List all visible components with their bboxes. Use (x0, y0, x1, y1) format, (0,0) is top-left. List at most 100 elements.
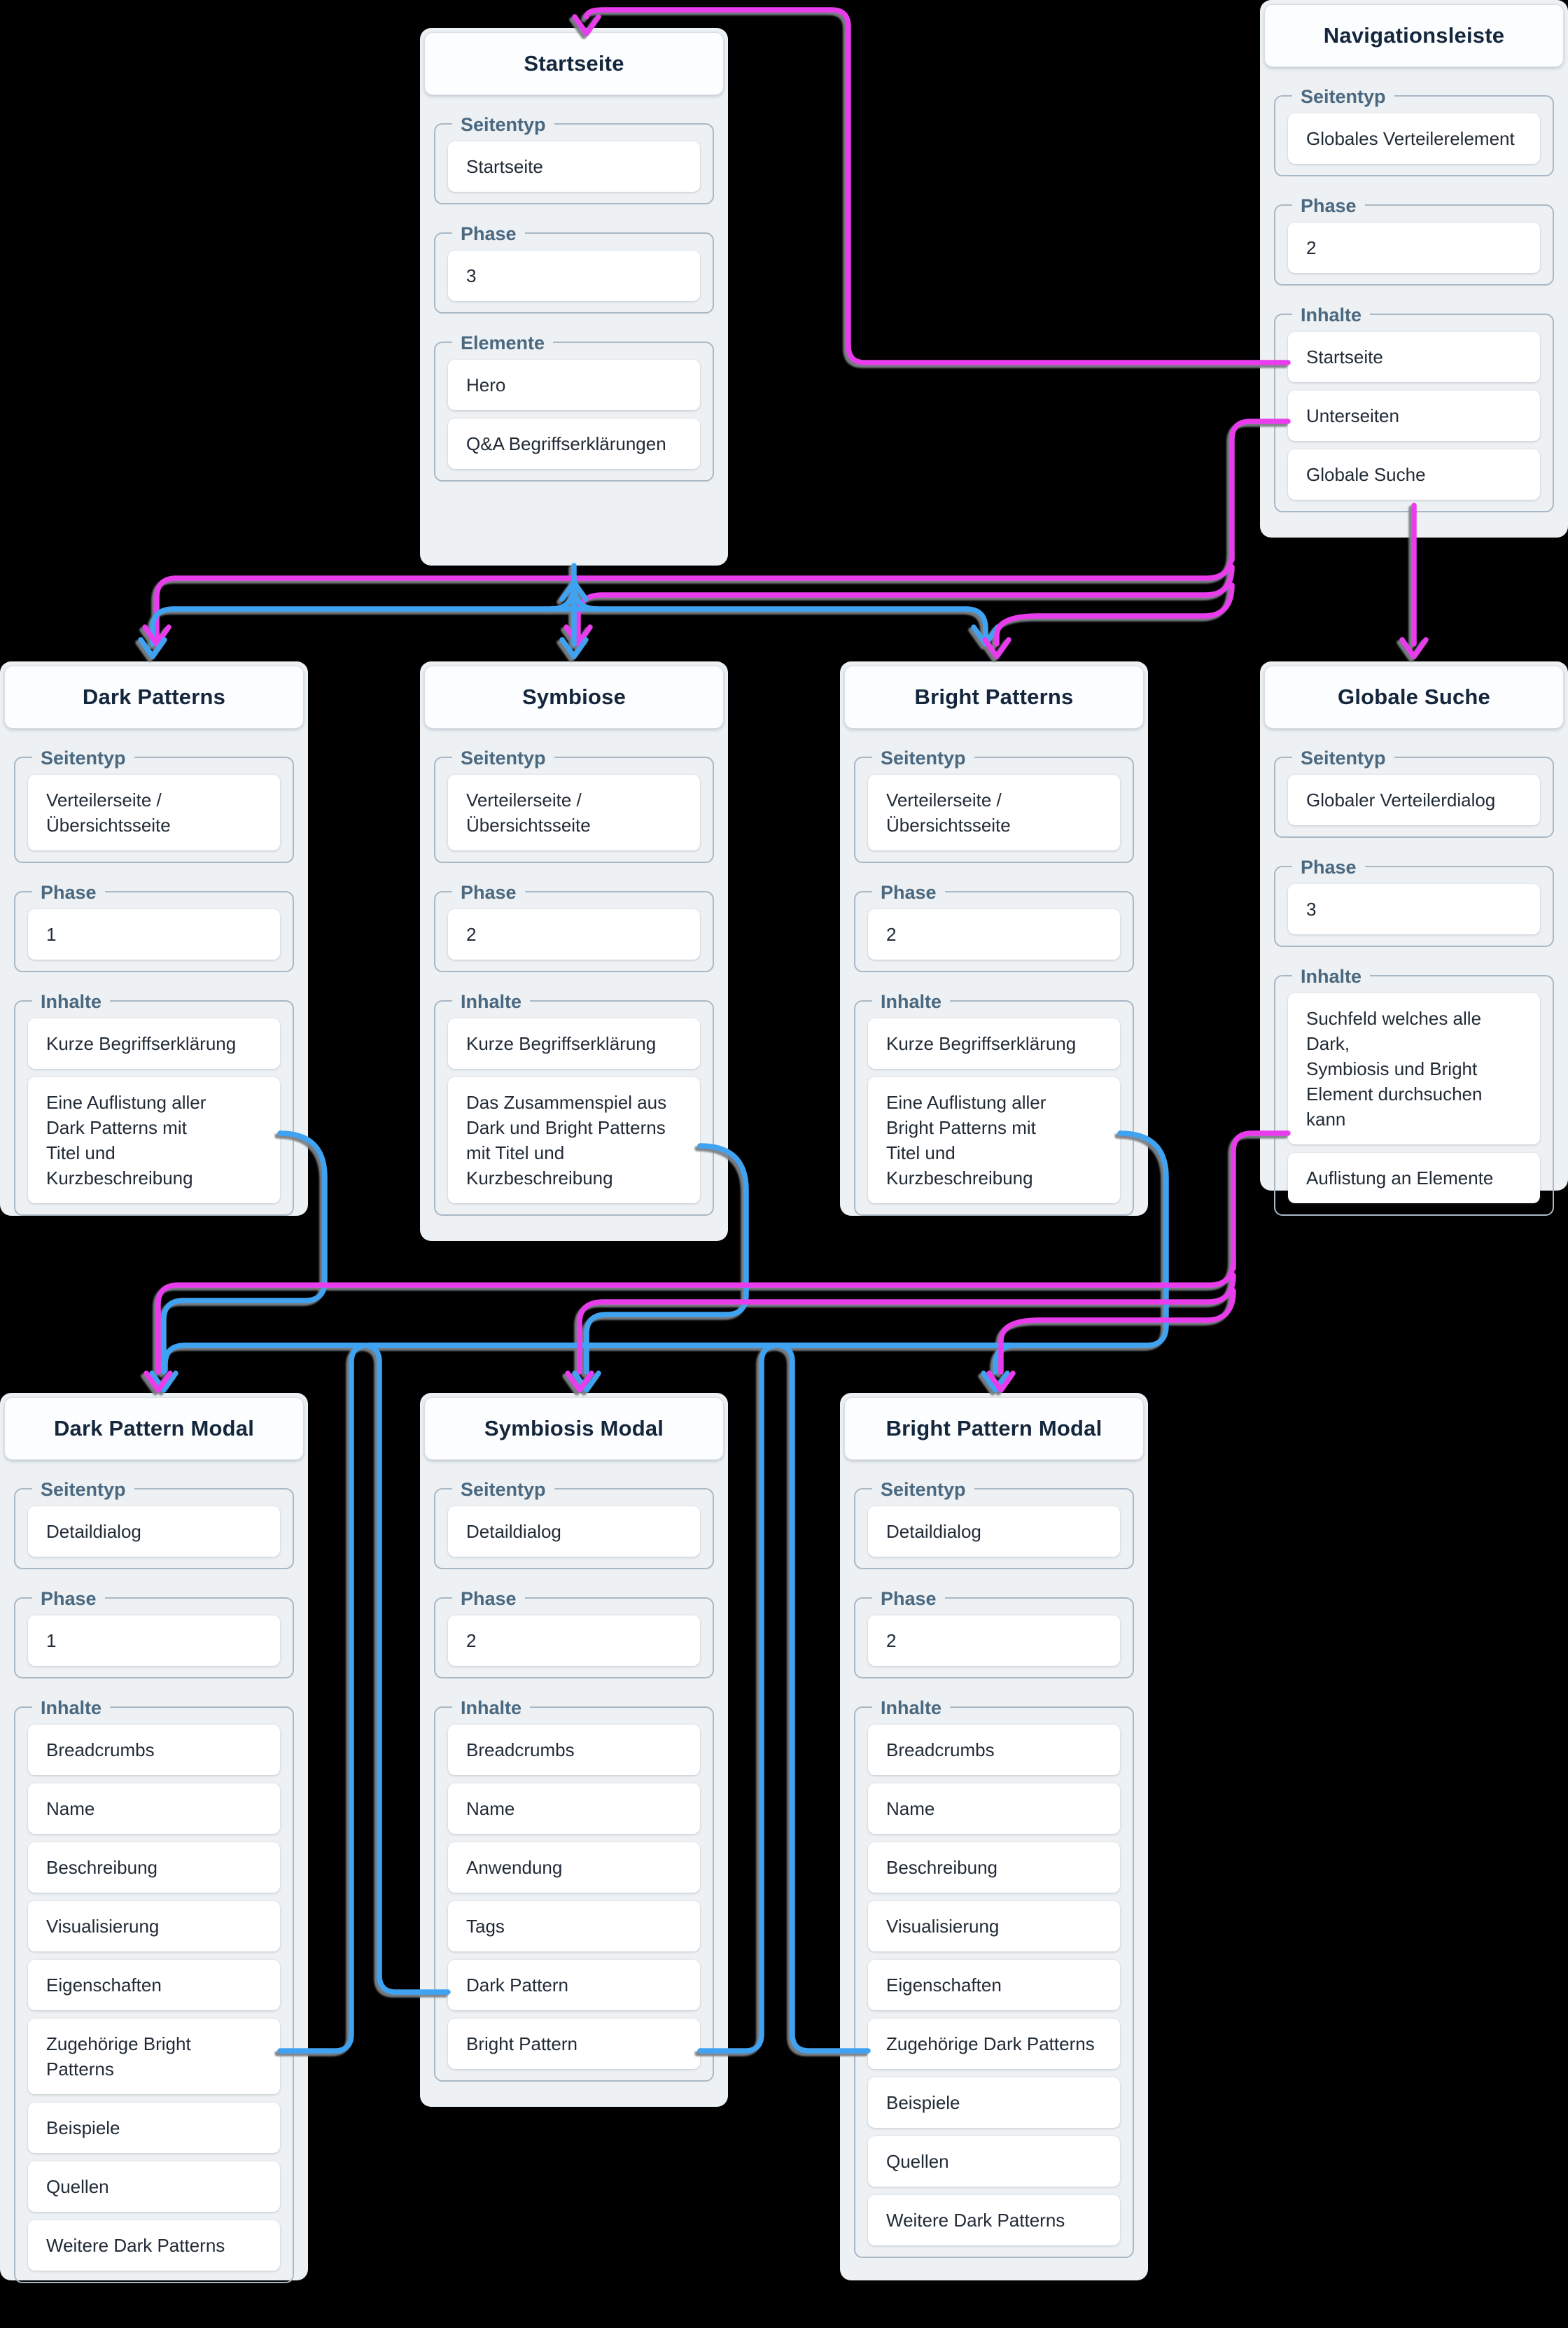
arrow-bright-pink (982, 637, 1011, 659)
section-label: Seitentyp (452, 745, 554, 771)
card-item[interactable]: Unterseiten (1288, 391, 1540, 441)
card-item[interactable]: Detaildialog (28, 1506, 280, 1557)
card-item[interactable]: Beispiele (868, 2077, 1120, 2128)
card-item[interactable]: Bright Pattern (448, 2019, 700, 2069)
card-item[interactable]: 1 (28, 1615, 280, 1666)
card-item[interactable]: Startseite (1288, 332, 1540, 382)
card-item[interactable]: Globale Suche (1288, 449, 1540, 500)
section-label: Phase (452, 880, 525, 905)
arrow-dark-patterns-blue (138, 637, 167, 659)
card-item[interactable]: Beispiele (28, 2103, 280, 2153)
card-item[interactable]: Verteilerseite / Übersichtsseite (28, 775, 280, 850)
card-item[interactable]: Das Zusammenspiel aus Dark und Bright Pa… (448, 1077, 700, 1203)
card-item[interactable]: Name (28, 1783, 280, 1834)
section-label: Inhalte (1292, 302, 1371, 328)
section-label: Phase (32, 1586, 105, 1611)
card-item[interactable]: Globaler Verteilerdialog (1288, 775, 1540, 825)
wire-auflistung-darkmodal (155, 1257, 1236, 1375)
card-item[interactable]: Name (868, 1783, 1120, 1834)
card-item[interactable]: Breadcrumbs (28, 1725, 280, 1775)
card-item[interactable]: Weitere Dark Patterns (868, 2195, 1120, 2245)
card-item[interactable]: Detaildialog (868, 1506, 1120, 1557)
section-label: Phase (452, 1586, 525, 1611)
section-label: Seitentyp (32, 1477, 134, 1502)
section-label: Phase (1292, 855, 1365, 880)
card-item[interactable]: Anwendung (448, 1842, 700, 1893)
section-label: Seitentyp (452, 112, 554, 137)
wire-auflistung-symbiosismodal (577, 1272, 1236, 1375)
card-item[interactable]: Kurze Begriffserklärung (868, 1018, 1120, 1069)
card-item[interactable]: Visualisierung (868, 1901, 1120, 1951)
card-item[interactable]: Quellen (868, 2136, 1120, 2187)
section-label: Inhalte (872, 989, 951, 1014)
card-item[interactable]: Beschreibung (868, 1842, 1120, 1893)
card-item[interactable]: Globales Verteilerelement (1288, 113, 1540, 164)
card-item[interactable]: Quellen (28, 2161, 280, 2212)
arrow-globale-suche (1399, 637, 1429, 659)
card-item[interactable]: Kurze Begriffserklärung (28, 1018, 280, 1069)
card-item[interactable]: 2 (448, 909, 700, 960)
card-item[interactable]: 2 (448, 1615, 700, 1666)
wire-start-dark (150, 606, 577, 647)
section-phase: Phase 1 (14, 1586, 294, 1678)
card-item[interactable]: 3 (448, 251, 700, 301)
card-item[interactable]: Dark Pattern (448, 1960, 700, 2010)
card-item[interactable]: Suchfeld welches alle Dark, Symbiosis un… (1288, 993, 1540, 1144)
card-item[interactable]: 2 (868, 909, 1120, 960)
section-label: Inhalte (452, 1695, 531, 1720)
card-item[interactable]: Tags (448, 1901, 700, 1951)
card-item[interactable]: Auflistung an Elemente (1288, 1153, 1540, 1203)
card-item[interactable]: Eine Auflistung aller Bright Patterns mi… (868, 1077, 1120, 1203)
card-item[interactable]: Startseite (448, 141, 700, 192)
card-item[interactable]: Kurze Begriffserklärung (448, 1018, 700, 1069)
card-item[interactable]: Verteilerseite / Übersichtsseite (448, 775, 700, 850)
card-item[interactable]: Beschreibung (28, 1842, 280, 1893)
arrow-bright-modal-pink (986, 1370, 1016, 1393)
wire-start-flare-left (547, 582, 577, 612)
card-item[interactable]: 2 (868, 1615, 1120, 1666)
card-item[interactable]: Verteilerseite / Übersichtsseite (868, 775, 1120, 850)
card-item[interactable]: Breadcrumbs (868, 1725, 1120, 1775)
card-item[interactable]: Name (448, 1783, 700, 1834)
arrow-symbiose-blue (559, 637, 589, 659)
section-label: Inhalte (452, 989, 531, 1014)
card-item[interactable]: Hero (448, 360, 700, 410)
card-item[interactable]: Eine Auflistung aller Dark Patterns mit … (28, 1077, 280, 1203)
section-phase: Phase 2 (854, 880, 1134, 972)
card-item[interactable]: Detaildialog (448, 1506, 700, 1557)
card-item[interactable]: Weitere Dark Patterns (28, 2220, 280, 2271)
card-item[interactable]: 1 (28, 909, 280, 960)
card-item[interactable]: Zugehörige Bright Patterns (28, 2019, 280, 2094)
card-item[interactable]: 2 (1288, 223, 1540, 273)
card-item[interactable]: 3 (1288, 884, 1540, 934)
card-item[interactable]: Eigenschaften (868, 1960, 1120, 2010)
card-item[interactable]: Breadcrumbs (448, 1725, 700, 1775)
card-item[interactable]: Zugehörige Dark Patterns (868, 2019, 1120, 2069)
card-item[interactable]: Eigenschaften (28, 1960, 280, 2010)
wire-start-flare-right (571, 582, 601, 612)
card-item[interactable]: Visualisierung (28, 1901, 280, 1951)
section-label: Phase (872, 880, 945, 905)
card-item[interactable]: Q&A Begriffserklärungen (448, 419, 700, 469)
section-label: Seitentyp (872, 745, 974, 771)
